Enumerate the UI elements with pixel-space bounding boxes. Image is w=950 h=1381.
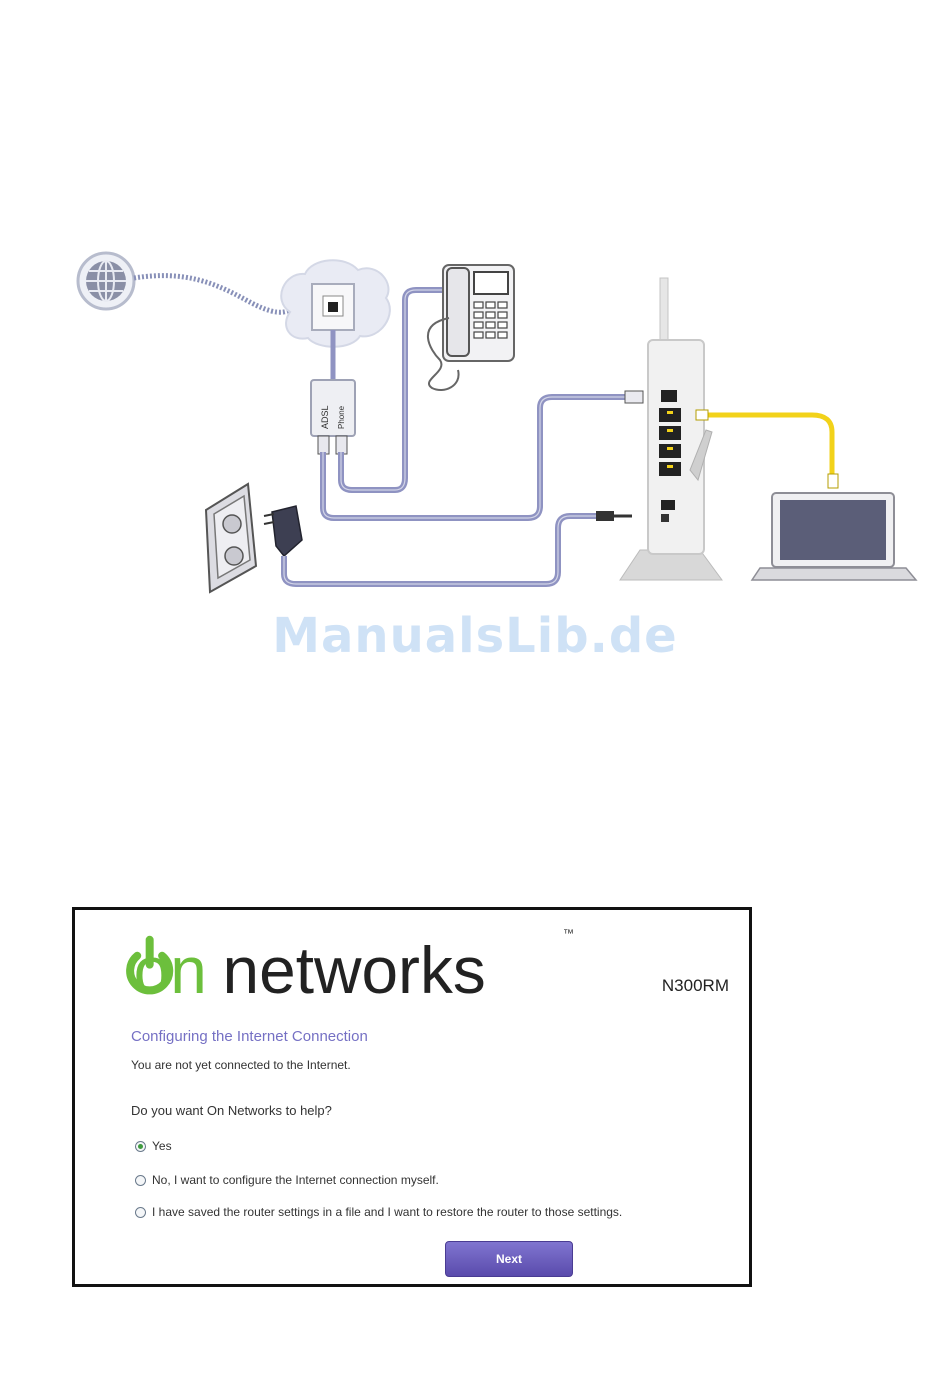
power-icon bbox=[126, 935, 174, 995]
radio-configure-myself[interactable] bbox=[135, 1174, 146, 1186]
adsl-splitter: ADSL Phone bbox=[310, 379, 356, 455]
splitter-phone-label: Phone bbox=[337, 405, 346, 429]
connection-status-text: You are not yet connected to the Interne… bbox=[131, 1058, 351, 1072]
on-networks-logo: on networks bbox=[126, 933, 486, 1002]
telephone-icon bbox=[426, 264, 515, 391]
splitter-adsl-label: ADSL bbox=[320, 405, 330, 429]
model-number: N300RM bbox=[661, 976, 729, 995]
setup-wizard-screenshot: on networks ™ N300RM Configuring the Int… bbox=[72, 907, 752, 1287]
option-restore-settings-label: I have saved the router settings in a fi… bbox=[152, 1205, 623, 1219]
logo-on-text: on bbox=[134, 933, 207, 1002]
logo-networks-text: networks bbox=[223, 933, 486, 1002]
next-button[interactable]: Next bbox=[445, 1241, 573, 1277]
phone-line-cable bbox=[133, 273, 293, 315]
router-icon bbox=[619, 277, 723, 581]
internet-globe-icon bbox=[76, 251, 136, 311]
laptop-icon bbox=[750, 492, 918, 581]
option-yes[interactable]: Yes bbox=[135, 1139, 172, 1153]
power-outlet-icon bbox=[204, 482, 258, 594]
wall-jack-icon bbox=[280, 259, 391, 348]
connection-diagram: ADSL Phone bbox=[76, 251, 918, 594]
power-adapter-icon bbox=[263, 505, 303, 558]
option-restore-settings[interactable]: I have saved the router settings in a fi… bbox=[135, 1205, 622, 1219]
trademark-symbol: ™ bbox=[563, 928, 574, 940]
option-configure-myself[interactable]: No, I want to configure the Internet con… bbox=[135, 1173, 439, 1187]
option-yes-label: Yes bbox=[152, 1139, 172, 1153]
radio-restore-settings[interactable] bbox=[135, 1206, 146, 1218]
page-title: Configuring the Internet Connection bbox=[131, 1028, 368, 1045]
help-question: Do you want On Networks to help? bbox=[131, 1103, 332, 1118]
option-configure-myself-label: No, I want to configure the Internet con… bbox=[152, 1173, 439, 1187]
radio-yes[interactable] bbox=[135, 1140, 146, 1152]
watermark: ManualsLib.de bbox=[272, 608, 678, 664]
